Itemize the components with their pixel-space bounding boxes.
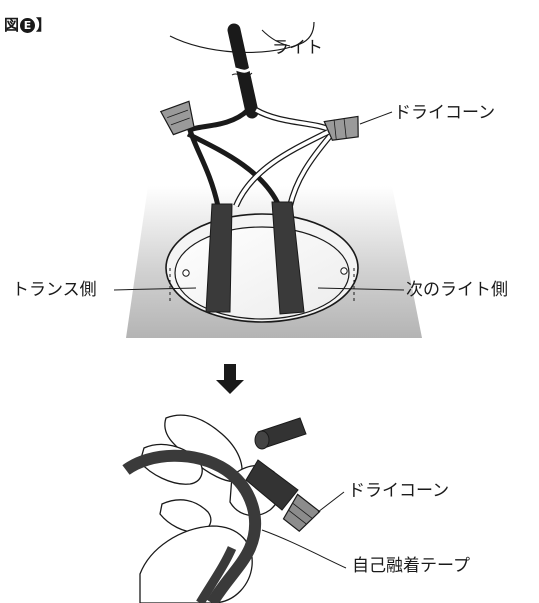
leader-dry-cone-bottom [317, 491, 345, 513]
label-dry-cone-bottom: ドライコーン [348, 481, 450, 501]
leader-light [261, 29, 291, 47]
figure-suffix: 】 [36, 16, 52, 34]
dry-cone-top-right [323, 115, 359, 141]
figure-prefix: 図 [4, 16, 20, 34]
leader-dry-cone-top [359, 111, 393, 125]
label-dry-cone-top: ドライコーン [394, 103, 496, 123]
light-cord-break [230, 66, 253, 73]
ceiling-hole-inner [174, 226, 350, 320]
screw-hole-left [182, 269, 190, 277]
light-housing-arc [169, 21, 315, 54]
label-tape: 自己融着テープ [352, 556, 470, 576]
figure-badge: E [20, 18, 36, 33]
dry-cone-top-left [159, 100, 195, 136]
label-trans-side: トランス側 [12, 280, 97, 300]
black-wire-1 [187, 108, 250, 207]
leader-trans-side [113, 287, 197, 291]
leader-next-light-side [317, 287, 405, 291]
label-next-light-side: 次のライト側 [406, 280, 508, 300]
screw-hole-right [340, 267, 348, 275]
black-wire-2 [186, 131, 283, 210]
dry-cone-bottom [282, 493, 321, 532]
cable-loop [122, 449, 262, 603]
cable-transformer [205, 203, 233, 313]
leader-tape [261, 529, 347, 569]
self-fusing-tape [245, 459, 299, 511]
cable-next-light [271, 201, 305, 315]
label-light: ライト [272, 38, 323, 58]
down-arrow-icon [216, 364, 244, 394]
